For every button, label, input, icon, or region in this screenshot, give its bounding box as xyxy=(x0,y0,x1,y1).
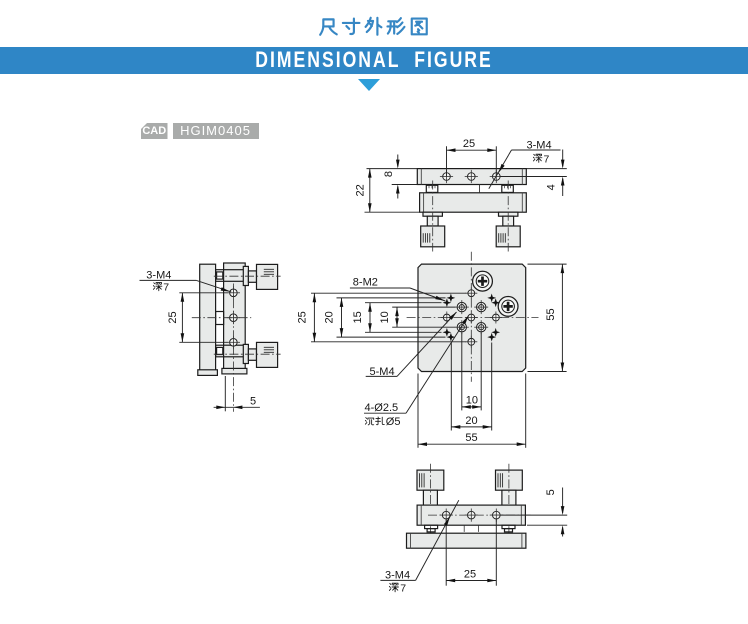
svg-text:55: 55 xyxy=(465,432,477,444)
svg-text:7: 7 xyxy=(544,153,550,165)
svg-text:8: 8 xyxy=(383,171,395,177)
svg-text:25: 25 xyxy=(297,311,309,323)
svg-text:3-M4: 3-M4 xyxy=(146,270,171,282)
svg-text:Ø5: Ø5 xyxy=(386,416,401,428)
svg-text:22: 22 xyxy=(355,184,367,196)
svg-text:3-M4: 3-M4 xyxy=(385,570,410,582)
svg-text:25: 25 xyxy=(463,138,475,150)
svg-text:25: 25 xyxy=(167,311,179,323)
svg-text:25: 25 xyxy=(464,569,476,581)
svg-text:7: 7 xyxy=(163,282,169,294)
svg-text:7: 7 xyxy=(400,583,406,595)
svg-text:5: 5 xyxy=(545,489,557,495)
svg-text:4-Ø2.5: 4-Ø2.5 xyxy=(365,402,399,414)
svg-text:20: 20 xyxy=(465,415,477,427)
svg-text:4: 4 xyxy=(546,184,558,190)
svg-text:5: 5 xyxy=(250,395,256,407)
svg-text:3-M4: 3-M4 xyxy=(527,140,552,152)
svg-text:20: 20 xyxy=(324,311,336,323)
svg-text:55: 55 xyxy=(545,308,557,320)
svg-text:15: 15 xyxy=(352,311,364,323)
svg-text:10: 10 xyxy=(379,311,391,323)
svg-text:8-M2: 8-M2 xyxy=(353,276,378,288)
svg-text:5-M4: 5-M4 xyxy=(370,366,395,378)
svg-text:10: 10 xyxy=(466,395,478,407)
